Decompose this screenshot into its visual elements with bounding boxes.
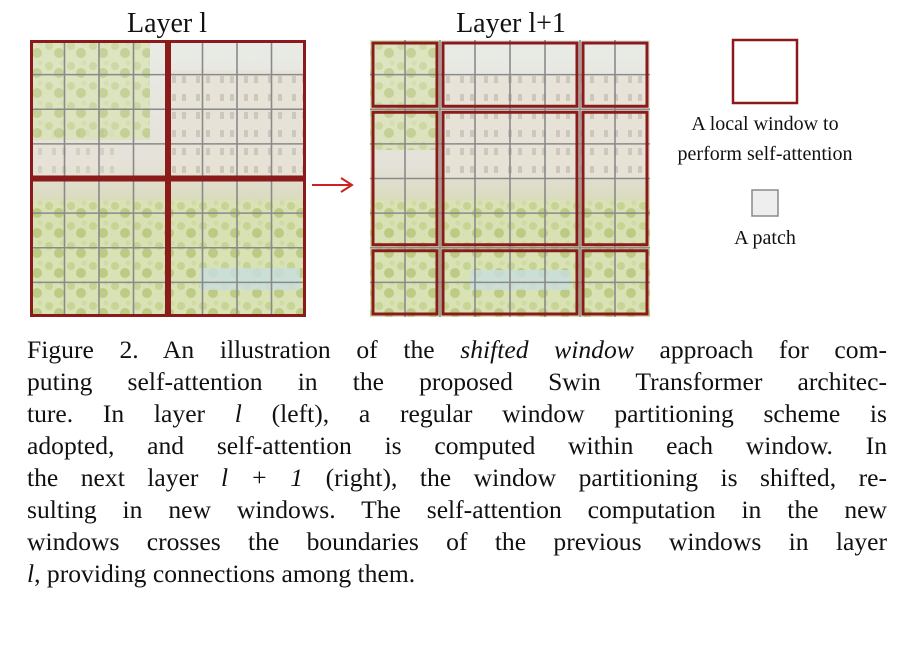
legend-patch-swatch	[751, 189, 779, 217]
shifted-window	[581, 249, 649, 316]
layer-l1-patch-grid	[370, 40, 650, 317]
caption-line1-rest: approach for com-	[633, 335, 887, 364]
caption-line-3: ture. In layer l (left), a regular windo…	[27, 398, 887, 430]
layer-l-label: Layer l	[127, 8, 207, 39]
figure-caption: Figure 2. An illustration of the shifted…	[27, 334, 887, 590]
caption-line-7: windows crosses the boundaries of the pr…	[27, 527, 887, 556]
caption-var-l-end: l	[27, 559, 35, 588]
caption-var-l: l	[234, 399, 242, 428]
shifted-window	[441, 110, 579, 247]
legend-window-line2: perform self-attention	[678, 143, 853, 165]
layer-l1-label: Layer l+1	[456, 8, 566, 39]
legend-patch-label: A patch	[734, 227, 796, 249]
legend-window-swatch	[731, 38, 799, 105]
shifted-window	[371, 41, 439, 108]
caption-line5a: the next layer	[27, 463, 221, 492]
legend-window-line1: A local window to	[691, 113, 838, 135]
caption-line-6: sulting in new windows. The self-attenti…	[27, 495, 887, 524]
caption-line-8: l, providing connections among them.	[27, 558, 887, 590]
shifted-window	[441, 41, 579, 108]
caption-var-l-plus-1: l + 1	[220, 463, 304, 492]
shifted-window	[581, 41, 649, 108]
local-window	[168, 40, 306, 179]
caption-prefix: Figure 2. An illustration of the	[27, 335, 461, 364]
layer-l-windows	[30, 40, 306, 317]
shift-arrow	[312, 177, 354, 193]
shifted-window	[371, 110, 439, 247]
shifted-window	[581, 110, 649, 247]
shifted-window	[441, 249, 579, 316]
local-window	[30, 40, 168, 179]
caption-line5b: (right), the window partitioning is shif…	[303, 463, 887, 492]
swin-diagram: Layer l Layer l+1 A local window to perf…	[30, 8, 853, 317]
caption-line8b: , providing connections among them.	[34, 559, 416, 588]
caption-line3a: ture. In layer	[27, 399, 235, 428]
local-window	[168, 178, 306, 317]
caption-emphasis: shifted window	[460, 335, 634, 364]
caption-line-4: adopted, and self-attention is computed …	[27, 431, 887, 460]
local-window	[30, 178, 168, 317]
caption-line-1: Figure 2. An illustration of the shifted…	[27, 334, 887, 366]
layer-l1-windows	[371, 41, 649, 316]
caption-line-2: puting self-attention in the proposed Sw…	[27, 367, 887, 396]
shifted-window	[371, 249, 439, 316]
caption-line-5: the next layer l + 1 (right), the window…	[27, 462, 887, 494]
caption-line3b: (left), a regular window partitioning sc…	[241, 399, 887, 428]
